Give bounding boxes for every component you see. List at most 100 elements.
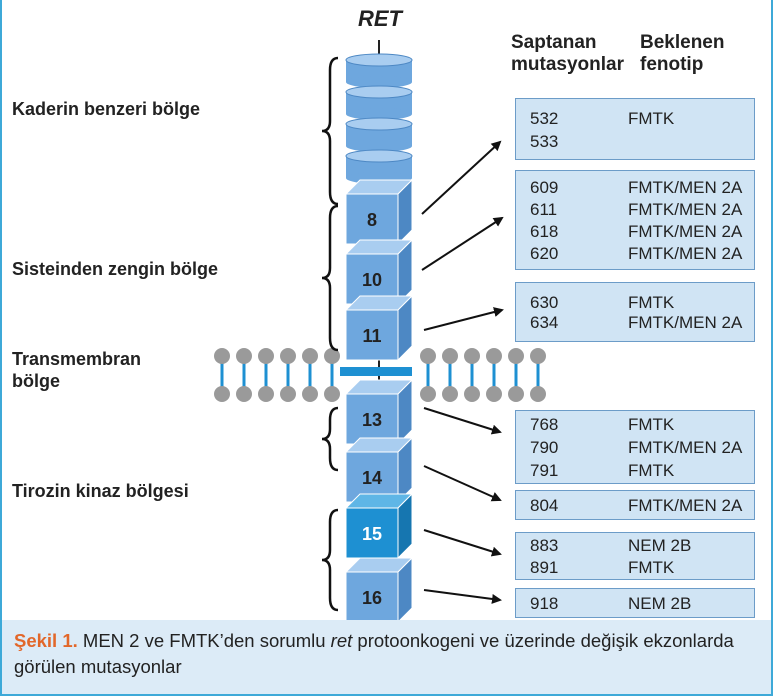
mutation-arrows: [421, 140, 504, 604]
membrane-left-lipid-head: [258, 386, 274, 402]
mutation-phenotype: FMTK/MEN 2A: [628, 438, 743, 457]
cadherin-disc-top: [345, 53, 413, 67]
exon-11-front: [345, 309, 399, 361]
cadherin-disc-top: [345, 117, 413, 131]
exon-10-label: 10: [362, 270, 382, 290]
mutation-phenotype: FMTK/MEN 2A: [628, 496, 743, 515]
cadherin-disc-top: [345, 85, 413, 99]
exon-8-label: 8: [367, 210, 377, 230]
cadherin-disc-bottom: [346, 108, 412, 120]
mutation-phenotype: FMTK: [628, 558, 675, 577]
mutation-phenotype: FMTK: [628, 461, 675, 481]
figure-caption: Şekil 1. MEN 2 ve FMTK’den sorumlu ret p…: [2, 620, 771, 694]
exon-8-front: [345, 193, 399, 245]
mutation-codon: 918: [530, 594, 559, 613]
mutation-box: 918 NEM 2B: [515, 588, 755, 618]
membrane-right-lipid-head: [420, 348, 436, 364]
cadherin-disc-bottom: [346, 76, 412, 88]
region-transmembrane-label: Transmembran bölge: [12, 348, 141, 392]
membrane-left-lipid-head: [280, 348, 296, 364]
mutation-phenotype: FMTK/MEN 2A: [628, 244, 743, 263]
exon-13-label: 13: [362, 410, 382, 430]
mutation-phenotype: FMTK: [628, 108, 675, 128]
cell-membrane: [214, 348, 546, 402]
membrane-right-lipid-head: [486, 348, 502, 364]
brace-kinase: [321, 508, 339, 612]
membrane-left-lipid-head: [302, 348, 318, 364]
header-detected-mutations: Saptanan mutasyonlar: [511, 32, 624, 76]
gene-title: RET: [358, 6, 402, 31]
membrane-right-lipid-head: [464, 386, 480, 402]
header-detected-line1: Saptanan: [511, 32, 597, 53]
mutation-phenotype: FMTK: [628, 293, 675, 312]
caption-text-after: protoonkogeni ve üzerinde değişik ekzonl…: [14, 630, 734, 677]
mutation-phenotype: FMTK: [628, 414, 675, 434]
mutation-codon: 611: [530, 200, 558, 219]
membrane-right-lipid-head: [508, 386, 524, 402]
mutation-arrow: [421, 140, 502, 215]
region-cadherin-label: Kaderin benzeri bölge: [12, 99, 201, 119]
membrane-right-lipid-head: [530, 348, 546, 364]
membrane-left-lipid-head: [258, 348, 274, 364]
exon-13-front: [345, 393, 399, 445]
mutation-arrow: [421, 216, 504, 271]
membrane-right-lipid-head: [420, 386, 436, 402]
membrane-right-lipid-head: [530, 386, 546, 402]
caption-italic: ret: [330, 630, 353, 651]
region-braces: [321, 56, 339, 612]
region-cysteine-label: Sisteinden zengin bölge: [12, 259, 219, 279]
mutation-codon: 768: [530, 414, 559, 434]
region-kinase-label: Tirozin kinaz bölgesi: [12, 481, 189, 501]
membrane-left-lipid-head: [236, 348, 252, 364]
mutation-codon: 634: [530, 313, 559, 332]
cadherin-disc-top: [345, 149, 413, 163]
mutation-codon: 532: [530, 108, 559, 128]
membrane-left-lipid-head: [324, 386, 340, 402]
membrane-right-lipid-head: [442, 386, 458, 402]
transmembrane-segment: [340, 367, 412, 376]
mutation-arrow: [423, 529, 502, 557]
mutation-codon: 883: [530, 536, 559, 555]
exon-16-front: [345, 571, 399, 623]
cadherin-disc-bottom: [346, 140, 412, 152]
brace-cysteine: [321, 204, 339, 352]
mutation-arrow: [423, 589, 502, 604]
mutation-phenotype: FMTK/MEN 2A: [628, 222, 743, 241]
mutation-phenotype: FMTK/MEN 2A: [628, 200, 743, 219]
region-transmembrane-line2: bölge: [12, 371, 60, 391]
mutation-codon: 533: [530, 131, 559, 151]
exon-16-label: 16: [362, 588, 382, 608]
mutation-codon: 630: [530, 293, 559, 312]
mutation-codon: 804: [530, 496, 559, 515]
exon-15-label: 15: [362, 524, 382, 544]
caption-text-before: MEN 2 ve FMTK’den sorumlu: [77, 630, 331, 651]
mutation-codon: 891: [530, 558, 559, 577]
exon-11-label: 11: [362, 326, 381, 346]
mutation-phenotype: FMTK/MEN 2A: [628, 178, 743, 197]
membrane-left-lipid-head: [280, 386, 296, 402]
mutation-codon: 791: [530, 461, 559, 481]
exon-14-label: 14: [362, 468, 382, 488]
exon-blocks: 8 10 11 13 14 15 16: [344, 178, 414, 624]
mutation-arrow: [423, 307, 504, 331]
mutation-phenotype: FMTK/MEN 2A: [628, 313, 743, 332]
brace-cadherin: [321, 56, 339, 206]
membrane-left-lipid-head: [236, 386, 252, 402]
membrane-right-lipid-head: [442, 348, 458, 364]
header-expected-line1: Beklenen: [640, 32, 725, 53]
mutation-codon: 620: [530, 244, 559, 263]
caption-label: Şekil 1.: [14, 630, 78, 651]
membrane-right-lipid-head: [486, 386, 502, 402]
membrane-left-lipid-head: [302, 386, 318, 402]
mutation-phenotype: NEM 2B: [628, 594, 692, 613]
membrane-left-lipid-head: [324, 348, 340, 364]
brace-transmembrane: [321, 406, 339, 472]
membrane-left-lipid-head: [214, 348, 230, 364]
mutation-arrow: [423, 407, 502, 435]
membrane-right-lipid-head: [508, 348, 524, 364]
